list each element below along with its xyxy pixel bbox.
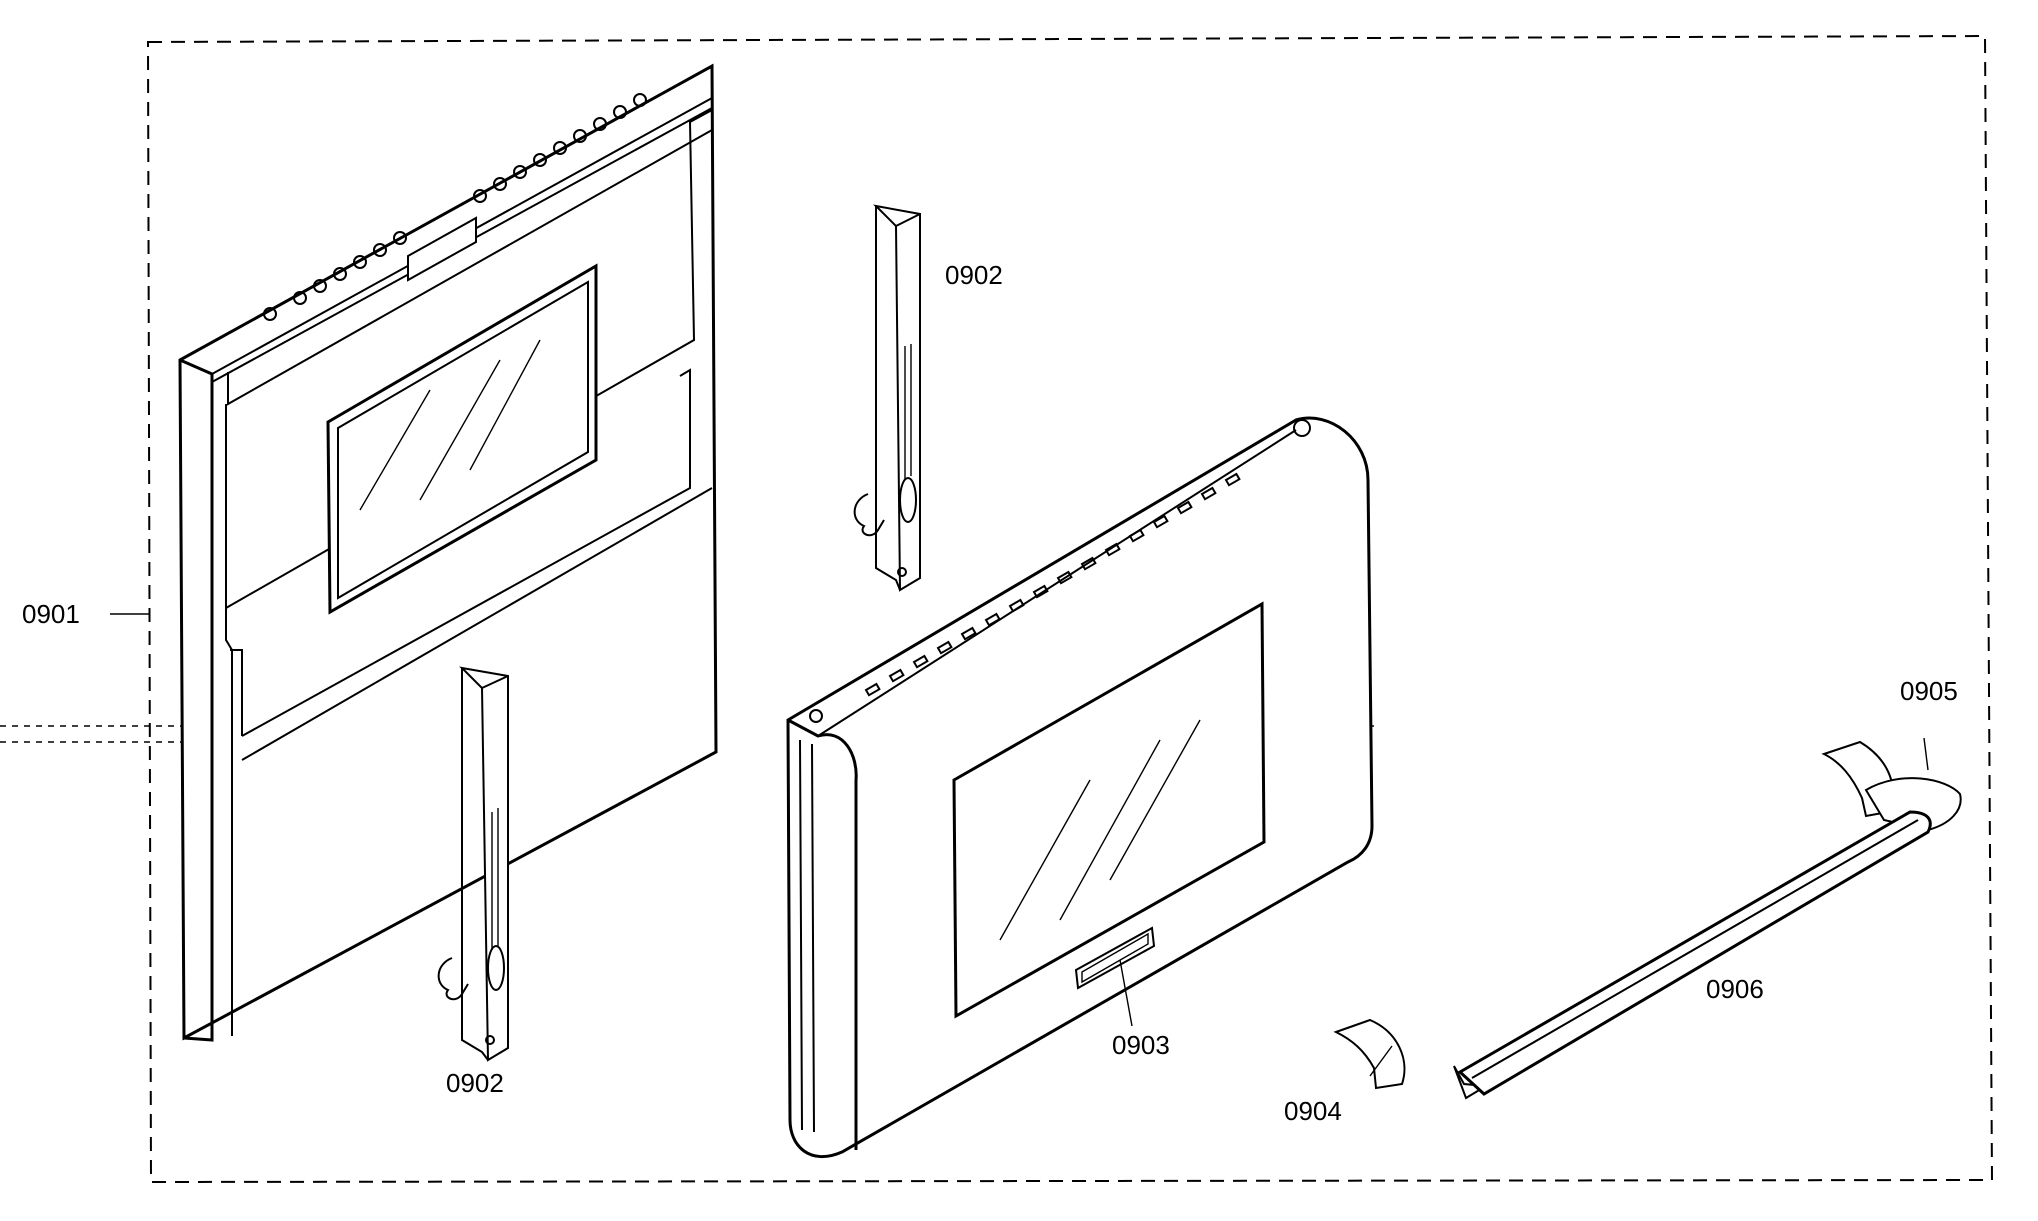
inner-door-frame [110,63,718,1042]
label-0901: 0901 [22,599,80,629]
frame-vent-holes [263,93,647,321]
label-0902-lower: 0902 [446,1068,504,1098]
label-0902-upper: 0902 [945,260,1003,290]
label-0905: 0905 [1900,676,1958,706]
door-hinge-upper [853,204,921,592]
panel-vent-slots [864,472,1241,697]
part-labels: 0901 0902 0902 0903 0904 0905 0906 [22,260,1958,1126]
label-0906: 0906 [1706,974,1764,1004]
outer-door-panel [786,416,1374,1159]
door-hinge-lower [437,666,509,1062]
label-0904: 0904 [1284,1096,1342,1126]
label-0903: 0903 [1112,1030,1170,1060]
door-handle-assembly [1333,737,1962,1100]
